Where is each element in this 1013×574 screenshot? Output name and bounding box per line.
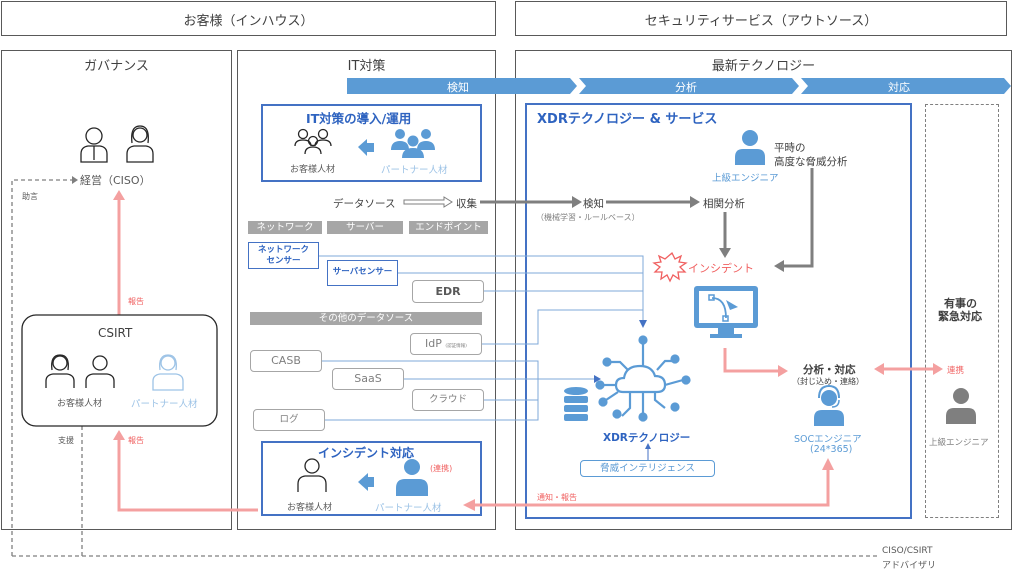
saas-box: SaaS — [332, 368, 404, 390]
network-sensor-label-2: センサー — [266, 256, 301, 266]
incident-customer-staff: お客様人材 — [287, 503, 333, 513]
it-measures-title: IT対策 — [347, 59, 386, 74]
xdr-tech-label: XDRテクノロジー — [603, 432, 691, 444]
governance-column-full: ガバナンス — [1, 50, 232, 530]
advice-label: 助言 — [22, 192, 38, 201]
deploy-operate-title: IT対策の導入/運用 — [306, 111, 412, 126]
idp-box: IdP (認証情報) — [410, 333, 482, 355]
report-label-bottom: 報告 — [128, 436, 144, 445]
governance-title: ガバナンス — [84, 59, 149, 74]
emergency-engineer-label: 上級エンジニア — [929, 438, 989, 448]
detect-note: （機械学習・ルールベース） — [536, 213, 640, 222]
saas-label: SaaS — [354, 372, 382, 385]
category-server: サーバー — [327, 221, 403, 234]
log-box: ログ — [253, 409, 325, 431]
threat-intel-box: 脅威インテリジェンス — [580, 460, 715, 477]
security-service-header-box: セキュリティサービス（アウトソース） — [515, 1, 1007, 36]
threat-analysis-label-2: 高度な脅威分析 — [774, 156, 848, 168]
threat-analysis-label-1: 平時の — [774, 142, 806, 154]
emergency-response-box — [925, 104, 999, 518]
emergency-title-1: 有事の — [944, 297, 977, 310]
edr-box: EDR — [412, 280, 484, 303]
other-sources-label: その他のデータソース — [250, 312, 482, 325]
phase-analyze-label: 分析 — [675, 81, 697, 94]
soc-hours-label: (24*365) — [810, 444, 853, 455]
server-sensor-box: サーバセンサー — [327, 260, 398, 286]
report-label-top: 報告 — [128, 297, 144, 306]
analysis-response-label: 分析・対応 — [803, 364, 856, 376]
xdr-service-box — [525, 103, 912, 519]
incident-partner-staff: パートナー人材 — [375, 503, 442, 514]
security-service-header-label: セキュリティサービス（アウトソース） — [644, 14, 878, 29]
category-endpoint: エンドポイント — [409, 221, 488, 234]
collect-label: 収集 — [456, 198, 477, 210]
emergency-cooperation-label: 連携 — [947, 366, 965, 376]
csirt-title: CSIRT — [98, 326, 133, 340]
data-source-label: データソース — [333, 198, 396, 210]
incident-response-title: インシデント対応 — [318, 446, 415, 460]
csirt-partner-staff: パートナー人材 — [131, 399, 198, 410]
detect-label: 検知 — [583, 198, 604, 210]
network-sensor-box: ネットワーク センサー — [248, 242, 319, 269]
deploy-partner-staff: パートナー人材 — [381, 165, 448, 176]
csirt-customer-staff: お客様人材 — [57, 399, 103, 409]
phase-respond-label: 対応 — [888, 81, 910, 94]
analysis-response-note: （封じ込め・連絡） — [792, 377, 864, 386]
log-label: ログ — [279, 414, 299, 425]
phase-detect-label: 検知 — [447, 81, 469, 94]
soc-engineer-label: SOCエンジニア — [794, 434, 862, 445]
emergency-title-2: 緊急対応 — [938, 310, 982, 323]
advisory-label-2: アドバイザリ — [882, 561, 937, 571]
category-network: ネットワーク — [248, 221, 322, 234]
casb-box: CASB — [250, 350, 322, 372]
support-label: 支援 — [58, 436, 74, 445]
customer-header-box: お客様（インハウス） — [1, 1, 496, 36]
latest-tech-title: 最新テクノロジー — [711, 59, 816, 74]
executive-label: 経営（CISO） — [80, 174, 151, 187]
cloud-label: クラウド — [428, 394, 467, 405]
idp-label: IdP — [425, 337, 442, 350]
xdr-service-title: XDRテクノロジー & サービス — [537, 112, 718, 127]
correlation-label: 相関分析 — [703, 198, 745, 210]
deploy-operate-box — [261, 104, 482, 182]
advisory-label-1: CISO/CSIRT — [882, 546, 933, 556]
edr-label: EDR — [435, 285, 461, 298]
incident-label: インシデント — [688, 262, 754, 275]
network-sensor-label-1: ネットワーク — [257, 245, 309, 255]
senior-engineer-label: 上級エンジニア — [712, 173, 779, 184]
incident-cooperation-label: (連携) — [430, 464, 453, 473]
customer-header-label: お客様（インハウス） — [183, 14, 314, 29]
casb-label: CASB — [271, 354, 301, 367]
idp-note: (認証情報) — [445, 344, 467, 349]
threat-intel-label: 脅威インテリジェンス — [600, 463, 695, 474]
notify-report-label: 通知・報告 — [537, 493, 577, 502]
deploy-customer-staff: お客様人材 — [290, 165, 336, 175]
server-sensor-label: サーバセンサー — [332, 267, 393, 277]
cloud-box: クラウド — [412, 389, 484, 411]
